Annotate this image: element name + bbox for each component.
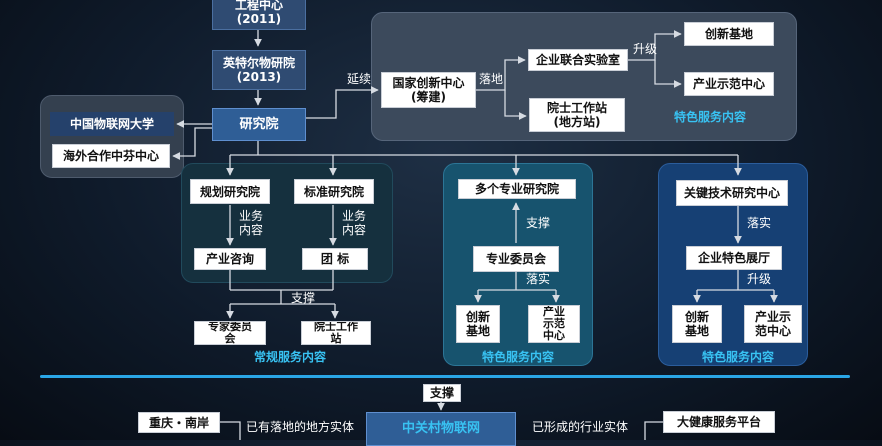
regular-academician-station-box: 院士工作 站 — [301, 321, 371, 345]
middle-landing-label: 落实 — [525, 272, 550, 286]
group-standard-box: 团 标 — [302, 248, 368, 270]
zhongguancun-iot-box: 中关村物联网 — [366, 412, 516, 446]
extend-label: 延续 — [346, 72, 371, 86]
business-label-2: 业务 内容 — [341, 209, 366, 237]
top-panel-caption: 特色服务内容 — [673, 110, 746, 124]
research-institute-box: 研究院 — [212, 108, 306, 141]
landing-label-top: 落地 — [478, 72, 503, 86]
top-demo-center-box: 产业示范中心 — [684, 72, 774, 96]
academician-station-local-box: 院士工作站 (地方站) — [529, 98, 625, 132]
china-iot-university-box: 中国物联网大学 — [50, 112, 174, 136]
upgrade-label-top: 升级 — [632, 42, 657, 56]
standards-institute-box: 标准研究院 — [294, 179, 374, 204]
middle-innovation-base-box: 创新 基地 — [456, 305, 500, 343]
right-panel-caption: 特色服务内容 — [701, 350, 774, 364]
business-label-1: 业务 内容 — [238, 209, 263, 237]
middle-support-label: 支撑 — [525, 216, 550, 230]
key-tech-center-box: 关键技术研究中心 — [676, 180, 788, 206]
middle-demo-center-box: 产业 示范 中心 — [528, 305, 580, 343]
industry-consulting-box: 产业咨询 — [194, 248, 266, 270]
right-innovation-base-box: 创新 基地 — [672, 305, 722, 343]
intel-iot-institute-box: 英特尔物研院 (2013) — [212, 50, 306, 90]
multi-institutes-box: 多个专业研究院 — [458, 179, 576, 199]
regular-panel-caption: 常规服务内容 — [253, 350, 326, 364]
top-innovation-base-box: 创新基地 — [684, 22, 774, 46]
chongqing-nanan-box: 重庆・南岸 — [138, 412, 220, 433]
national-innovation-center-box: 国家创新中心 (筹建) — [381, 72, 476, 108]
local-entities-label: 已有落地的地方实体 — [246, 420, 355, 434]
enterprise-joint-lab-box: 企业联合实验室 — [528, 49, 628, 71]
regular-support-label: 支撑 — [290, 291, 315, 305]
health-service-platform-box: 大健康服务平台 — [663, 411, 775, 433]
right-upgrade-label: 升级 — [746, 272, 771, 286]
expert-committee-box: 专家委员 会 — [194, 321, 266, 345]
engineering-center-box: 工程中心 (2011) — [212, 0, 306, 30]
specialized-committee-box: 专业委员会 — [473, 246, 559, 272]
planning-institute-box: 规划研究院 — [190, 179, 270, 204]
right-demo-center-box: 产业示 范中心 — [744, 305, 802, 343]
right-landing-label: 落实 — [746, 216, 771, 230]
bottom-support-box: 支撑 — [423, 384, 461, 402]
industry-entities-label: 已形成的行业实体 — [532, 420, 629, 434]
middle-panel-caption: 特色服务内容 — [481, 350, 554, 364]
section-divider — [40, 375, 850, 378]
enterprise-showroom-box: 企业特色展厅 — [686, 246, 782, 270]
overseas-cooperation-center-box: 海外合作中芬中心 — [52, 144, 170, 168]
